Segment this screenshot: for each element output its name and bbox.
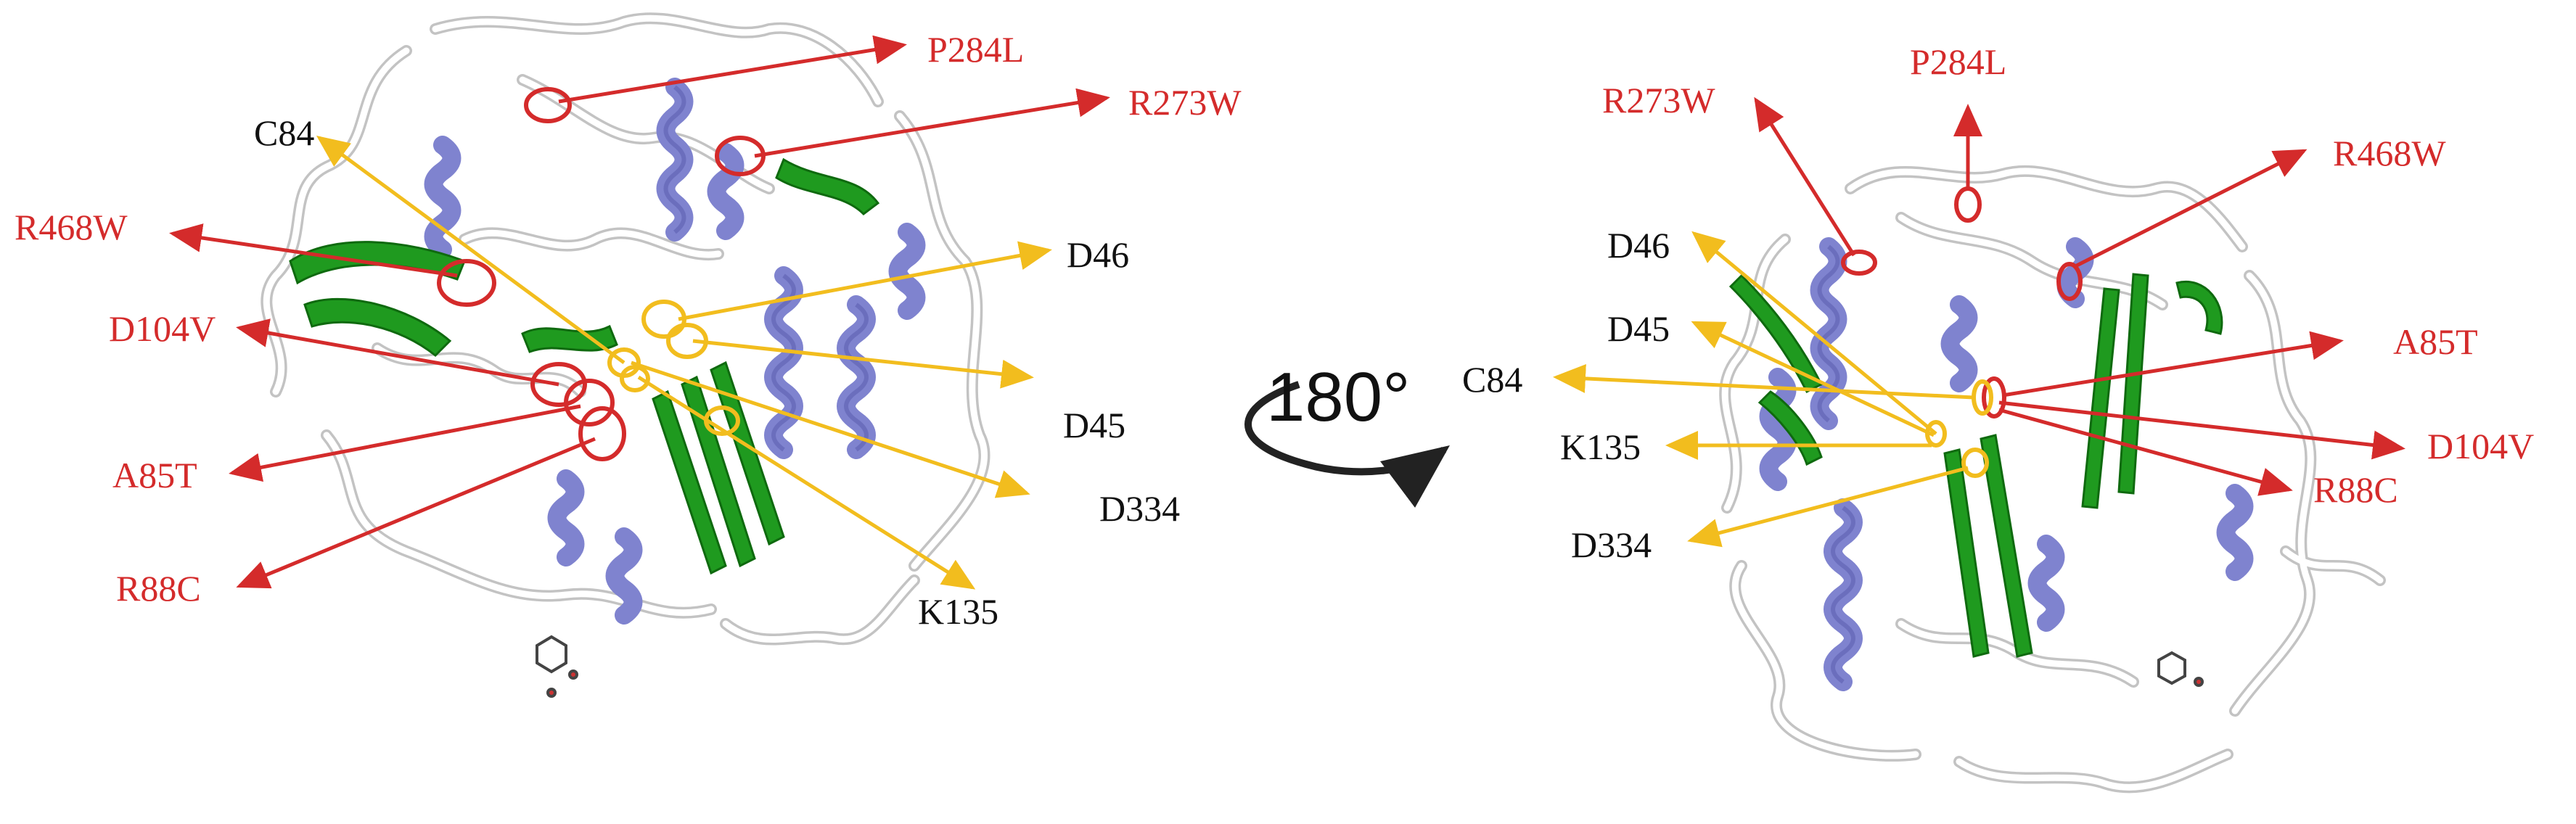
right-label-p284l: P284L bbox=[1910, 41, 2006, 82]
right-label-d46: D46 bbox=[1607, 225, 1670, 265]
right-label-d104v: D104V bbox=[2427, 426, 2534, 466]
ligand-icon bbox=[2157, 651, 2204, 687]
right-label-a85t: A85T bbox=[2393, 321, 2478, 362]
left-label-d45: D45 bbox=[1063, 405, 1125, 445]
left-protein-ribbon bbox=[169, 12, 1110, 698]
right-label-d45: D45 bbox=[1607, 308, 1670, 349]
right-label-k135: K135 bbox=[1560, 427, 1641, 467]
right-label-c84: C84 bbox=[1462, 359, 1522, 400]
right-label-r88c: R88C bbox=[2313, 469, 2398, 510]
left-label-r468w: R468W bbox=[15, 207, 128, 247]
right-label-r273w: R273W bbox=[1602, 80, 1715, 120]
left-label-d104v: D104V bbox=[109, 308, 216, 349]
left-label-a85t: A85T bbox=[112, 455, 197, 495]
left-label-k135: K135 bbox=[918, 591, 998, 632]
left-label-r273w: R273W bbox=[1128, 82, 1242, 123]
rotation-indicator: 180° bbox=[1244, 358, 1451, 508]
left-label-c84: C84 bbox=[254, 112, 314, 153]
rotation-arrow-icon bbox=[1244, 381, 1451, 508]
ligand-icon bbox=[536, 635, 578, 698]
left-label-d334: D334 bbox=[1099, 488, 1180, 529]
right-protein-ribbon bbox=[1553, 96, 2405, 794]
left-label-p284l: P284L bbox=[927, 29, 1024, 70]
right-label-d334: D334 bbox=[1571, 524, 1652, 565]
right-label-r468w: R468W bbox=[2333, 133, 2446, 173]
left-label-r88c: R88C bbox=[116, 568, 201, 609]
rotation-label: 180° bbox=[1266, 358, 1411, 436]
right-view-labels: R273W P284L R468W A85T D104V R88C D46 D4… bbox=[1462, 41, 2534, 565]
left-label-d46: D46 bbox=[1067, 234, 1129, 275]
left-view-labels: P284L R273W R468W D104V A85T R88C C84 D4… bbox=[15, 29, 1242, 632]
